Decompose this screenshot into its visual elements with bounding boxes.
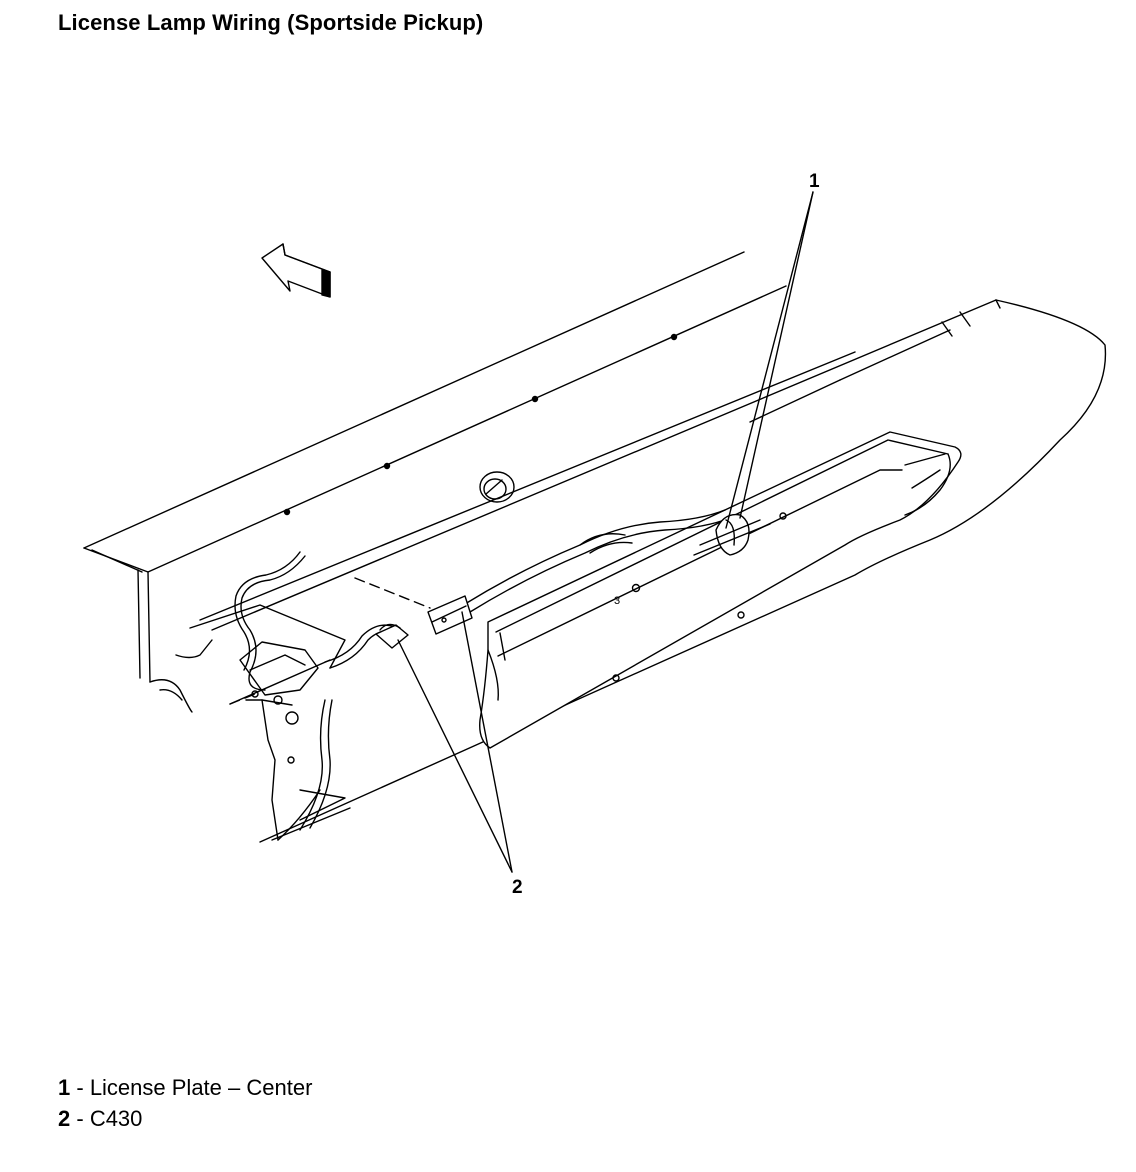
legend-number: 2 xyxy=(58,1106,71,1131)
bumper-bracket xyxy=(149,604,351,841)
legend-separator: - xyxy=(70,1075,90,1100)
callout-legend: 1 - License Plate – Center 2 - C430 xyxy=(58,1072,312,1134)
legend-label: License Plate – Center xyxy=(89,1075,313,1100)
license-lamp xyxy=(693,513,771,556)
legend-separator: - xyxy=(70,1106,90,1131)
diagram-title: License Lamp Wiring (Sportside Pickup) xyxy=(58,10,484,35)
callout-leader-lines xyxy=(397,191,814,873)
legend-number: 1 xyxy=(58,1075,71,1100)
alignment-lines xyxy=(229,577,431,705)
callout-1-label: 1 xyxy=(809,171,820,192)
svg-text:3: 3 xyxy=(614,595,620,607)
legend-label: C430 xyxy=(89,1106,143,1131)
legend-item-2: 2 - C430 xyxy=(58,1103,312,1134)
callout-2-label: 2 xyxy=(512,877,523,898)
wiring-harness xyxy=(234,509,731,831)
forward-arrow-icon xyxy=(261,243,331,298)
c430-connector xyxy=(375,595,473,649)
bed-panel xyxy=(83,251,787,683)
legend-item-1: 1 - License Plate – Center xyxy=(58,1072,312,1103)
bumper-body: 3 xyxy=(199,299,1107,843)
